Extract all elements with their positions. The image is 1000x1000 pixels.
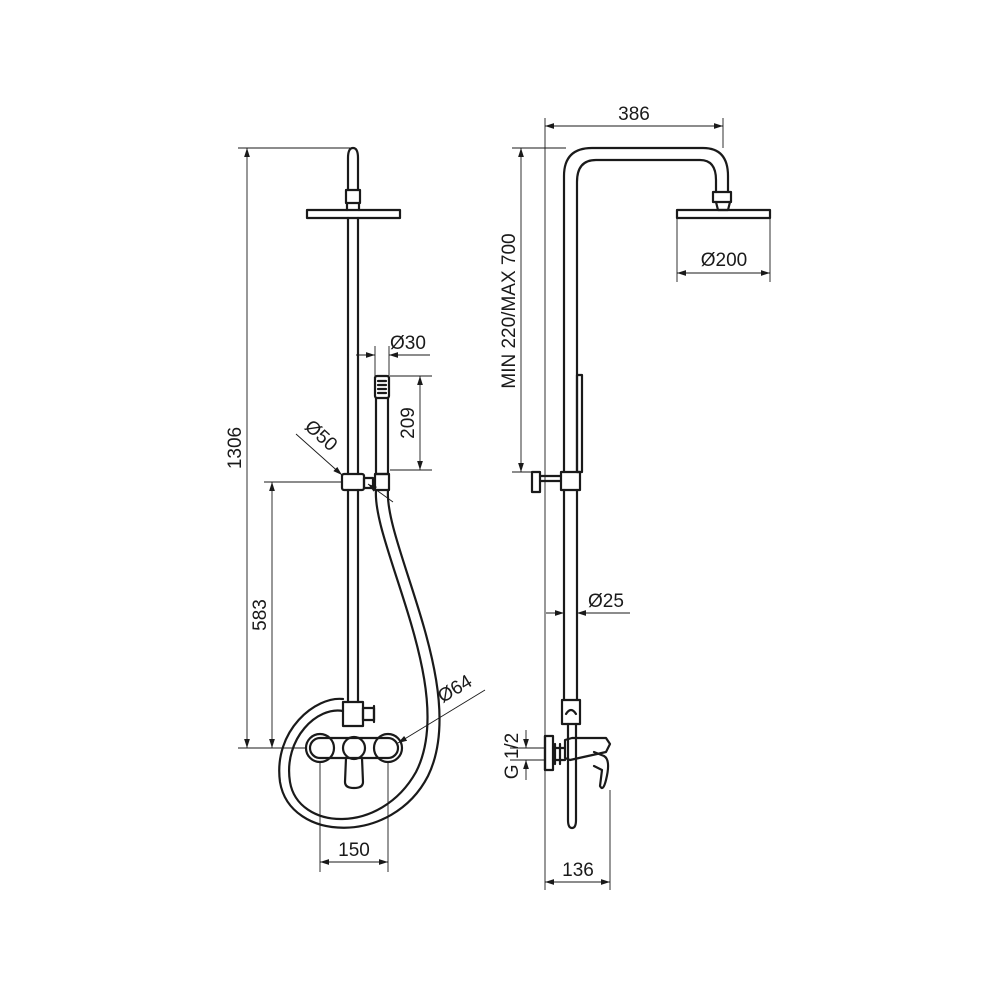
front-holder-slider — [340, 472, 366, 492]
front-hand-shower-handle — [374, 396, 390, 476]
dim-inlet-spacing: 150 — [338, 840, 370, 861]
front-top-pipe — [346, 146, 360, 192]
side-mixer-lever — [592, 750, 610, 790]
front-shower-head — [305, 208, 402, 220]
side-wall-rosette — [543, 734, 555, 772]
side-mixer-body — [563, 736, 612, 762]
side-dimensions: 386 MIN 220/MAX 700 Ø200 Ø25 G 1/2 136 — [499, 104, 771, 890]
side-holder-knob — [530, 470, 542, 494]
dim-arm-length: 386 — [618, 104, 650, 125]
front-diverter-knob — [361, 706, 376, 722]
front-dimensions: 1306 583 Ø50 Ø30 209 Ø64 150 — [225, 147, 486, 872]
dim-slider-height: 583 — [250, 599, 271, 631]
dim-hose-loop-diameter: Ø64 — [434, 671, 476, 708]
side-diverter — [560, 698, 582, 726]
front-mixer-lever — [343, 756, 365, 790]
side-head-connector — [711, 190, 733, 204]
side-hand-shower — [575, 373, 584, 474]
side-column-outer — [562, 146, 730, 474]
dim-hand-shower-diameter: Ø30 — [390, 333, 426, 354]
dim-hand-shower-length: 209 — [398, 407, 419, 439]
front-view — [278, 146, 441, 829]
side-shower-head — [675, 208, 772, 220]
front-mixer-body — [308, 736, 400, 760]
dim-wall-projection: 136 — [562, 860, 594, 881]
front-hose — [287, 488, 429, 821]
front-mixer-cartridge — [341, 735, 367, 761]
dim-thread-size: G 1/2 — [502, 733, 523, 779]
front-diverter-block — [341, 700, 365, 728]
side-hose — [566, 722, 578, 830]
front-head-connector — [344, 188, 362, 205]
dim-line-64 — [397, 689, 486, 744]
dim-tube-diameter: Ø25 — [588, 591, 624, 612]
dim-height-range: MIN 220/MAX 700 — [499, 233, 520, 388]
dim-holder-diameter: Ø50 — [300, 416, 341, 456]
dim-line-50 — [295, 433, 343, 476]
side-view — [530, 146, 772, 830]
front-hand-shower-head — [373, 374, 391, 400]
dim-total-height: 1306 — [225, 427, 246, 469]
side-holder-slider — [559, 470, 582, 492]
dim-head-diameter: Ø200 — [701, 250, 747, 271]
side-column-inner — [575, 158, 718, 474]
